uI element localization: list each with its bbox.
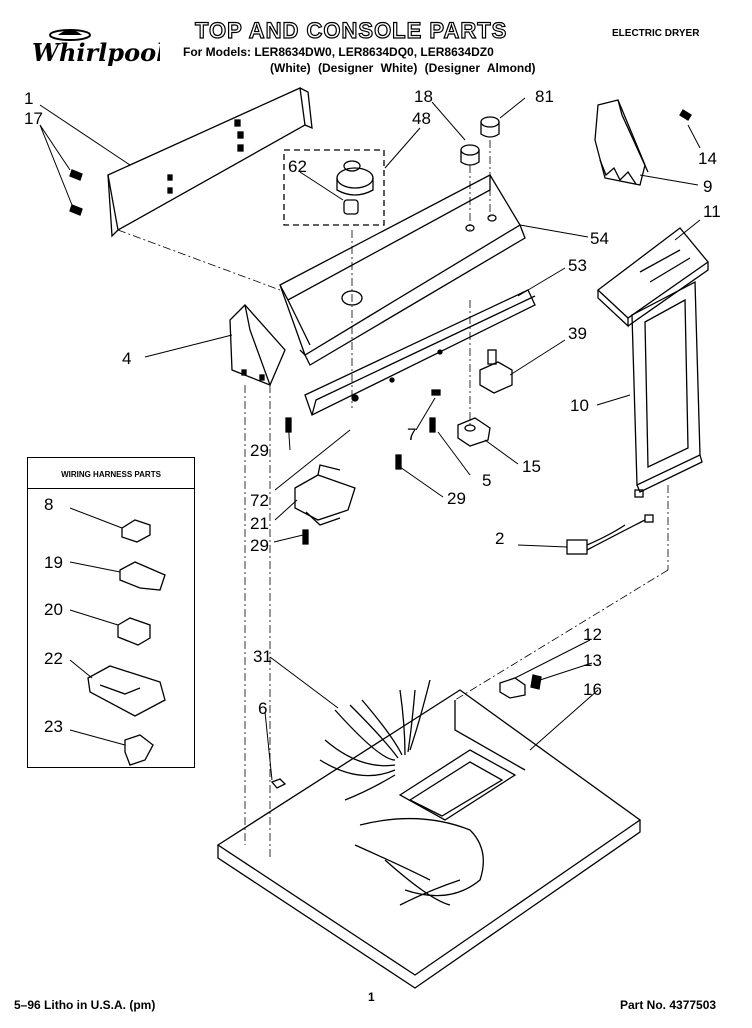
switch-part-15 [457, 417, 491, 447]
callout-6: 6 [258, 699, 268, 718]
callout-54: 54 [590, 229, 609, 248]
end-cap-part-4 [229, 304, 286, 386]
screw-part-14 [679, 109, 692, 121]
harness-part-19 [119, 561, 166, 591]
lint-cover-part-11 [596, 227, 709, 328]
module-part-21 [294, 464, 356, 526]
clip-part-6 [270, 778, 287, 789]
callout-31: 31 [253, 647, 272, 666]
callout-12: 12 [583, 625, 602, 644]
top-panel-part-16 [216, 689, 642, 989]
callout-39: 39 [568, 324, 587, 343]
callout-62: 62 [288, 157, 307, 176]
wiring-harness-part-31 [319, 679, 484, 906]
callout-5: 5 [482, 471, 492, 490]
callout-9: 9 [703, 177, 713, 196]
models-line: For Models: LER8634DW0, LER8634DQ0, LER8… [183, 45, 494, 59]
console-part-54 [279, 174, 526, 366]
harness-callout-19: 19 [44, 553, 63, 572]
callout-29-c: 29 [250, 536, 269, 555]
alignment-lines [117, 140, 669, 858]
variants-line: (White) (Designer White) (Designer Almon… [270, 61, 536, 75]
whirlpool-logo: Whirlpool [32, 29, 160, 67]
knob-part-48 [336, 160, 374, 215]
harness-callout-23: 23 [44, 717, 63, 736]
knob-part-81 [480, 116, 500, 138]
callout-16: 16 [583, 680, 602, 699]
callout-21: 21 [250, 514, 269, 533]
callout-53: 53 [568, 256, 587, 275]
callout-10: 10 [570, 396, 589, 415]
harness-part-20 [117, 617, 151, 646]
callout-7: 7 [407, 425, 417, 444]
harness-panel-divider [28, 488, 194, 489]
screw-part-13 [530, 674, 542, 690]
harness-part-8 [121, 519, 151, 543]
lint-housing-part-10 [631, 280, 703, 493]
leader-lines [39, 97, 701, 781]
harness-part-22 [87, 665, 166, 717]
footer-page-number: 1 [368, 990, 375, 1004]
screws-part-29 [285, 389, 441, 545]
callout-18: 18 [414, 87, 433, 106]
page-title: TOP AND CONSOLE PARTS [194, 17, 508, 43]
footer-litho: 5–96 Litho in U.S.A. (pm) [14, 998, 156, 1012]
connector-part-2 [566, 489, 654, 555]
category-label: ELECTRIC DRYER [612, 28, 700, 39]
footer-part-number: Part No. 4377503 [620, 998, 717, 1012]
callout-17: 17 [24, 109, 43, 128]
timer-part-39 [479, 349, 513, 394]
callout-2: 2 [495, 529, 505, 548]
callout-29-a: 29 [250, 441, 269, 460]
knob-callout-box [283, 149, 385, 226]
bracket-part-9 [594, 99, 649, 186]
callout-14: 14 [698, 149, 717, 168]
callout-81: 81 [535, 87, 554, 106]
harness-callout-20: 20 [44, 600, 63, 619]
callout-1: 1 [24, 89, 34, 108]
callout-4: 4 [122, 349, 132, 368]
clip-part-12 [499, 677, 526, 699]
callout-11: 11 [703, 202, 721, 221]
harness-part-23 [124, 734, 154, 766]
callout-72: 72 [250, 491, 269, 510]
harness-panel-title: WIRING HARNESS PARTS [61, 470, 161, 479]
bracket-part-53 [304, 289, 536, 416]
harness-callout-8: 8 [44, 495, 54, 514]
harness-callout-22: 22 [44, 649, 63, 668]
callout-29-b: 29 [447, 489, 466, 508]
callout-15: 15 [522, 457, 541, 476]
callout-13: 13 [583, 651, 602, 670]
screws-part-17 [69, 169, 83, 216]
knob-part-18 [460, 144, 480, 166]
callout-48: 48 [412, 109, 431, 128]
bracket-part-1 [107, 87, 313, 238]
wiring-harness-panel: WIRING HARNESS PARTS 8 19 20 22 23 [27, 457, 195, 768]
logo-wordmark: Whirlpool [32, 38, 160, 67]
